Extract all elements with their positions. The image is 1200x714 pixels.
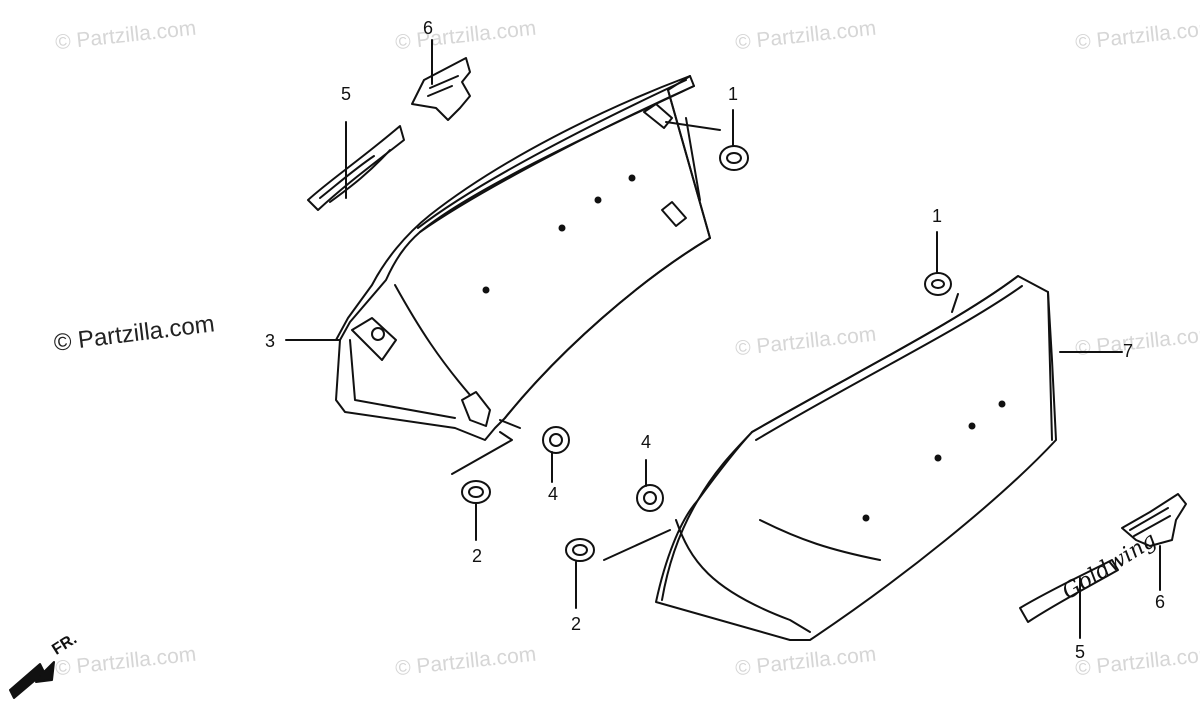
damper-left-4 — [542, 426, 570, 454]
callout-5: 5 — [340, 84, 351, 104]
wing-badge-left-6 — [411, 57, 471, 121]
callout-7: 7 — [1122, 341, 1133, 361]
callout-5: 5 — [1074, 642, 1085, 662]
callout-4: 4 — [547, 484, 558, 504]
callout-1: 1 — [931, 206, 942, 226]
callout-2: 2 — [471, 546, 482, 566]
wing-badge-right-6 — [1121, 493, 1187, 547]
callout-2: 2 — [570, 614, 581, 634]
emblem-left-5 — [307, 125, 405, 211]
grommet-left-2 — [461, 480, 491, 504]
damper-right-4 — [636, 484, 664, 512]
callout-1: 1 — [727, 84, 738, 104]
callout-6: 6 — [422, 18, 433, 38]
front-arrow-icon — [9, 661, 55, 699]
emblem-right-5 — [1019, 559, 1119, 623]
callout-3: 3 — [264, 331, 275, 351]
grommet-right-2 — [565, 538, 595, 562]
grommet-upper-1 — [719, 145, 749, 171]
right-side-cover — [655, 275, 1057, 641]
emblem-script-text: Goldwing — [1058, 528, 1161, 605]
left-side-cover — [335, 75, 711, 441]
callout-4: 4 — [640, 432, 651, 452]
grommet-lower-1 — [924, 272, 952, 296]
callout-6: 6 — [1154, 592, 1165, 612]
